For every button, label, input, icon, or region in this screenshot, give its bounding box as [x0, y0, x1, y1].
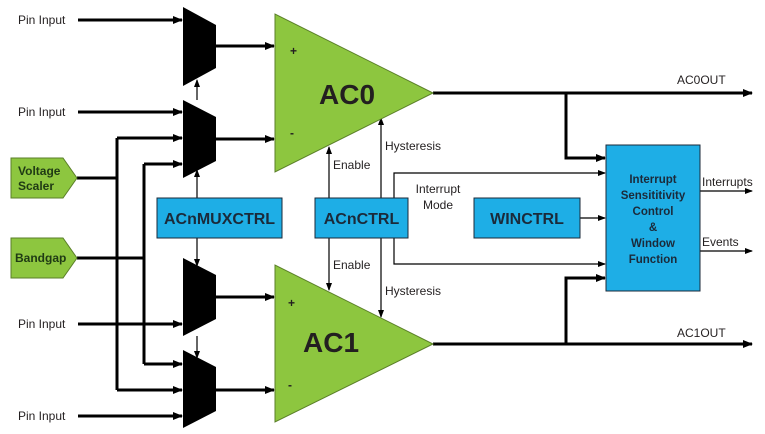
ac0-minus-label: -: [290, 126, 294, 140]
ac1-plus-label: +: [288, 296, 295, 310]
voltage-scaler-label-1: Voltage: [18, 164, 61, 178]
interrupt-block-line-5: Function: [629, 254, 678, 266]
interrupt-block-line-1: Sensititivity: [621, 190, 686, 202]
winctrl-block: WINCTRL: [473, 197, 581, 239]
input-wires: [77, 16, 753, 420]
ac0out-label: AC0OUT: [677, 73, 726, 87]
enable-label-top: Enable: [333, 158, 371, 172]
mux-2: [183, 258, 216, 336]
comparator-ac0: + - AC0: [274, 13, 435, 173]
ac0-plus-label: +: [290, 44, 297, 58]
ac1-minus-label: -: [288, 378, 292, 392]
winctrl-label: WINCTRL: [490, 211, 564, 228]
interrupt-block-line-0: Interrupt: [629, 174, 676, 186]
wire-ac0-to-interrupt: [564, 93, 606, 162]
bandgap-block: Bandgap: [10, 237, 78, 279]
voltage-scaler-label-2: Scaler: [18, 179, 54, 193]
pin-input-label-3: Pin Input: [18, 409, 66, 423]
ac1-triangle: [274, 264, 435, 423]
interrupt-block-line-3: &: [649, 222, 657, 234]
pin-input-label-1: Pin Input: [18, 105, 66, 119]
wire-interrupt-mode-bottom: [393, 238, 606, 267]
wire-interrupt-mode-top: [393, 170, 606, 198]
pin-input-label-2: Pin Input: [18, 317, 66, 331]
hysteresis-label-bottom: Hysteresis: [385, 284, 441, 298]
bandgap-label: Bandgap: [15, 251, 66, 265]
comparator-ac1: + - AC1: [274, 264, 435, 423]
ac0-triangle: [274, 13, 435, 173]
wire-ac1-to-interrupt: [564, 274, 606, 344]
ac0-label: AC0: [319, 79, 375, 110]
interrupt-block-line-2: Control: [633, 206, 674, 218]
interrupts-label: Interrupts: [702, 175, 753, 189]
voltage-scaler-block: Voltage Scaler: [10, 157, 78, 199]
interrupt-block-line-4: Window: [631, 238, 675, 250]
mux-0: [183, 7, 216, 86]
interrupt-mode-label-1: Interrupt: [416, 182, 461, 196]
ctrl-block: ACnCTRL: [314, 197, 409, 239]
mux-3: [183, 350, 216, 428]
pin-input-label-0: Pin Input: [18, 13, 66, 27]
enable-label-bottom: Enable: [333, 258, 371, 272]
interrupt-sensitivity-block: Interrupt Sensititivity Control & Window…: [605, 144, 701, 292]
interrupt-mode-label-2: Mode: [423, 198, 453, 212]
hysteresis-label-top: Hysteresis: [385, 139, 441, 153]
muxctrl-block: ACnMUXCTRL: [156, 197, 283, 239]
mux-1: [183, 100, 216, 178]
muxctrl-label: ACnMUXCTRL: [164, 211, 275, 228]
events-label: Events: [702, 235, 739, 249]
ac1out-label: AC1OUT: [677, 326, 726, 340]
ctrl-label: ACnCTRL: [324, 211, 400, 228]
ac1-label: AC1: [303, 327, 359, 358]
